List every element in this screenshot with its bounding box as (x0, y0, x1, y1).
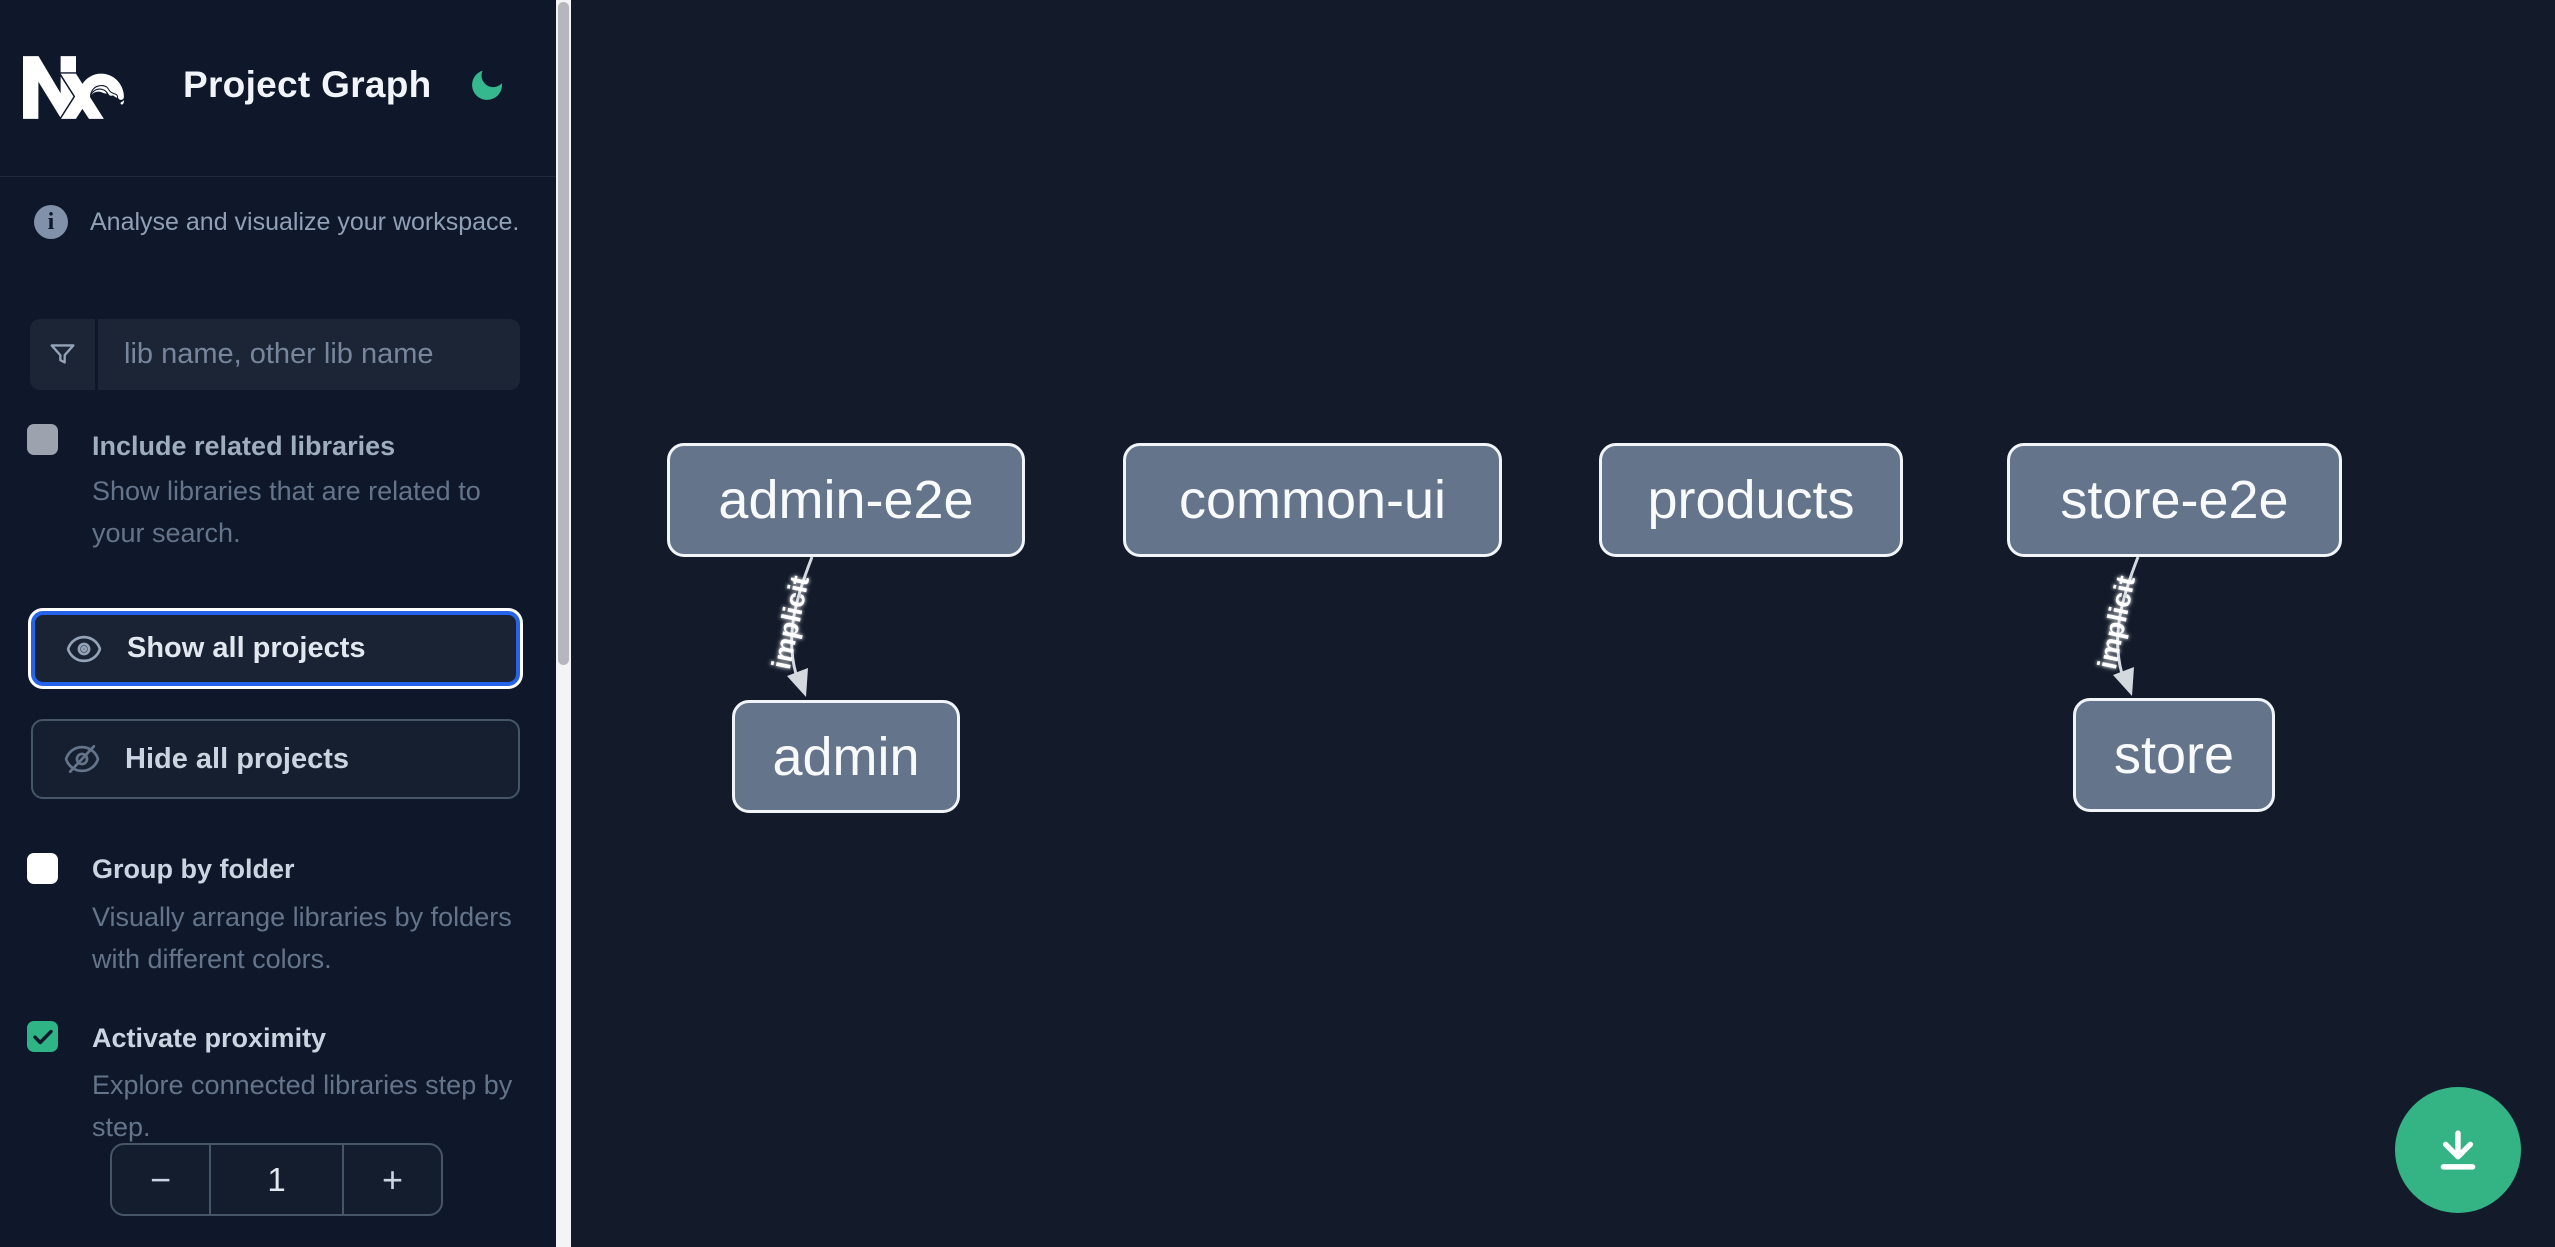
group-by-folder-description: Visually arrange libraries by folders wi… (92, 902, 512, 974)
checkmark-icon (32, 1029, 53, 1044)
graph-node-admin-e2e[interactable]: admin-e2e (667, 443, 1025, 557)
activate-proximity-checkbox[interactable] (27, 1021, 58, 1052)
show-all-projects-button[interactable]: Show all projects (31, 611, 520, 686)
filter-icon (30, 319, 98, 390)
decrement-button[interactable]: − (112, 1145, 209, 1214)
eye-icon (66, 635, 102, 662)
graph-node-common-ui[interactable]: common-ui (1123, 443, 1502, 557)
workspace-tagline: i Analyse and visualize your workspace. (34, 205, 519, 239)
theme-toggle-button[interactable] (462, 60, 512, 110)
graph-node-products[interactable]: products (1599, 443, 1903, 557)
nx-logo-icon (23, 56, 124, 119)
search-bar (30, 319, 520, 390)
download-image-button[interactable] (2395, 1087, 2521, 1213)
sidebar: Project Graph i Analyse and visualize yo… (0, 0, 556, 1247)
activate-proximity-label: Activate proximity (92, 1023, 327, 1053)
sidebar-scrollbar (556, 0, 571, 1247)
moon-icon (472, 70, 502, 100)
proximity-depth-stepper: − 1 + (110, 1143, 443, 1216)
show-all-projects-label: Show all projects (127, 632, 366, 664)
graph-node-admin[interactable]: admin (732, 700, 960, 813)
sidebar-scrollbar-thumb[interactable] (558, 2, 569, 665)
increment-button[interactable]: + (344, 1145, 441, 1214)
graph-canvas[interactable]: admin-e2e common-ui products store-e2e a… (571, 0, 2555, 1247)
graph-node-store-e2e[interactable]: store-e2e (2007, 443, 2342, 557)
hide-all-projects-button[interactable]: Hide all projects (31, 719, 520, 799)
activate-proximity-description: Explore connected libraries step by step… (92, 1070, 513, 1142)
graph-edges (787, 556, 2140, 697)
proximity-depth-value: 1 (209, 1145, 344, 1214)
search-input[interactable] (98, 319, 520, 390)
hide-all-projects-label: Hide all projects (125, 742, 350, 775)
graph-node-store[interactable]: store (2073, 698, 2275, 812)
tagline-text: Analyse and visualize your workspace. (90, 207, 520, 236)
page-title: Project Graph (183, 64, 432, 105)
include-related-checkbox[interactable] (27, 424, 58, 455)
download-icon (2440, 1130, 2476, 1170)
group-by-folder-label: Group by folder (92, 854, 295, 884)
group-by-folder-checkbox[interactable] (27, 853, 58, 884)
eye-off-icon (64, 744, 100, 774)
include-related-description: Show libraries that are related to your … (92, 476, 481, 548)
sidebar-header: Project Graph (0, 0, 556, 177)
info-icon: i (34, 205, 68, 239)
include-related-label: Include related libraries (92, 431, 396, 461)
